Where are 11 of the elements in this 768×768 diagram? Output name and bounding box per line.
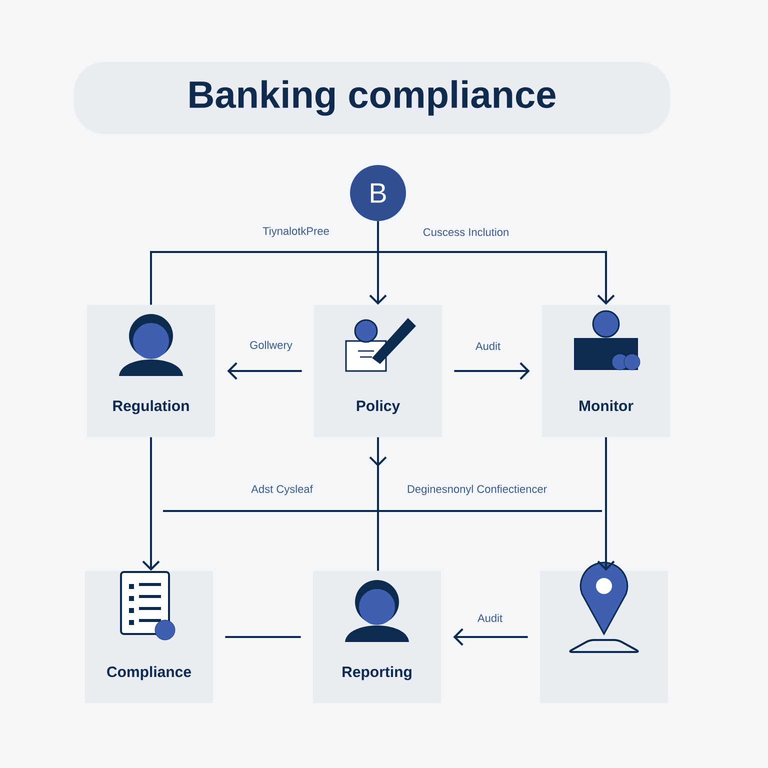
arrow: [597, 437, 615, 571]
arrow: [454, 362, 530, 380]
line-label: Deginesnonyl Confiectiencer: [406, 484, 548, 496]
arrow: [453, 628, 528, 646]
edge-label: Gollwery: [248, 340, 294, 352]
line-label: Adst Cysleaf: [250, 484, 314, 496]
arrow: [377, 221, 615, 305]
arrow: [227, 362, 302, 380]
arrow: [142, 437, 160, 571]
edge-label: TiynalotkPree: [262, 226, 330, 238]
title-banner: Banking compliance: [74, 62, 670, 134]
